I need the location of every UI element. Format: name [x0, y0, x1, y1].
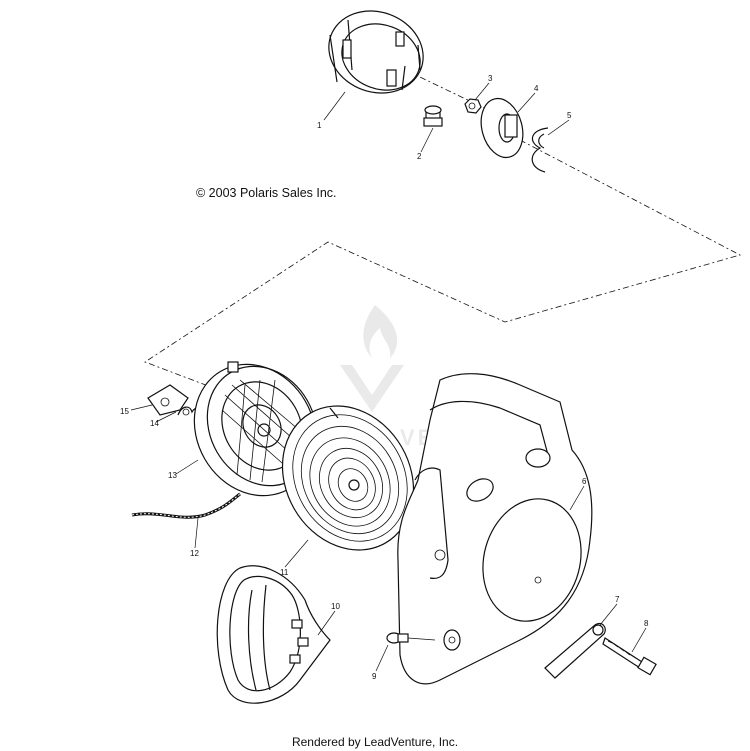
leader-lines — [130, 82, 647, 672]
callout-12: 12 — [190, 549, 199, 558]
callout-6: 6 — [582, 477, 587, 486]
part-9-screw — [386, 632, 436, 644]
callout-7: 7 — [615, 595, 620, 604]
part-2-bolt — [423, 105, 443, 127]
part-4-pulley-hub — [480, 97, 524, 159]
assembly-centerlines — [144, 64, 742, 396]
part-3-nut — [464, 98, 482, 114]
callout-9: 9 — [372, 672, 377, 681]
part-6-starter-housing — [397, 373, 593, 685]
callout-13: 13 — [168, 471, 177, 480]
footer-credit: Rendered by LeadVenture, Inc. — [291, 735, 459, 749]
callout-5: 5 — [567, 111, 572, 120]
part-15-pawl-lever — [147, 384, 189, 416]
callout-11: 11 — [280, 568, 289, 577]
part-7-bracket — [544, 622, 606, 679]
callout-3: 3 — [488, 74, 493, 83]
part-1-starter-cup — [328, 10, 424, 94]
callout-15: 15 — [120, 407, 129, 416]
part-5-clip — [531, 127, 549, 173]
copyright-notice: © 2003 Polaris Sales Inc. — [196, 186, 337, 200]
part-10-starter-handle — [216, 565, 331, 704]
callout-10: 10 — [331, 602, 340, 611]
part-12-starter-rope — [131, 492, 241, 519]
callout-1: 1 — [317, 121, 322, 130]
callout-4: 4 — [534, 84, 539, 93]
callout-2: 2 — [417, 152, 422, 161]
part-11-recoil-spring — [281, 405, 415, 551]
callout-labels: 1 2 3 4 5 6 7 8 9 10 11 12 13 14 15 — [120, 74, 649, 681]
part-8-long-bolt — [602, 637, 657, 676]
callout-8: 8 — [644, 619, 649, 628]
callout-14: 14 — [150, 419, 159, 428]
